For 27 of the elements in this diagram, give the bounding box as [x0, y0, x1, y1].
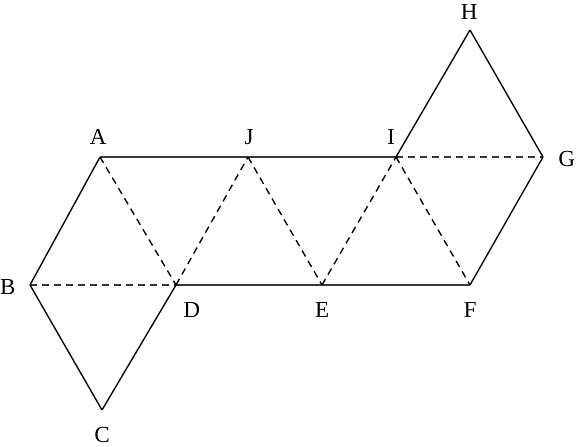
line-segment — [176, 284, 322, 286]
vertex-label: E — [314, 298, 330, 321]
line-segment — [29, 156, 101, 286]
dashed-line — [396, 156, 543, 158]
vertex-label: B — [0, 274, 16, 298]
line-segment — [469, 30, 544, 158]
vertex-label: D — [183, 298, 200, 321]
dashed-line — [30, 284, 176, 286]
vertex-label: I — [387, 125, 395, 148]
line-segment — [100, 156, 248, 158]
line-segment — [395, 30, 471, 158]
dashed-line — [99, 156, 177, 286]
vertex-label: F — [464, 298, 476, 321]
vertex-label: J — [244, 125, 254, 148]
dashed-line — [247, 156, 323, 286]
line-segment — [101, 284, 177, 410]
vertex-label: H — [460, 0, 478, 23]
dashed-line — [175, 156, 249, 286]
line-segment — [469, 156, 544, 286]
line-segment — [29, 284, 103, 410]
vertex-label: G — [558, 146, 575, 170]
line-segment — [322, 284, 470, 286]
vertex-label: C — [94, 423, 110, 446]
dashed-line — [395, 156, 471, 286]
vertex-label: A — [90, 125, 106, 148]
line-segment — [248, 156, 396, 158]
dashed-line — [321, 156, 397, 286]
